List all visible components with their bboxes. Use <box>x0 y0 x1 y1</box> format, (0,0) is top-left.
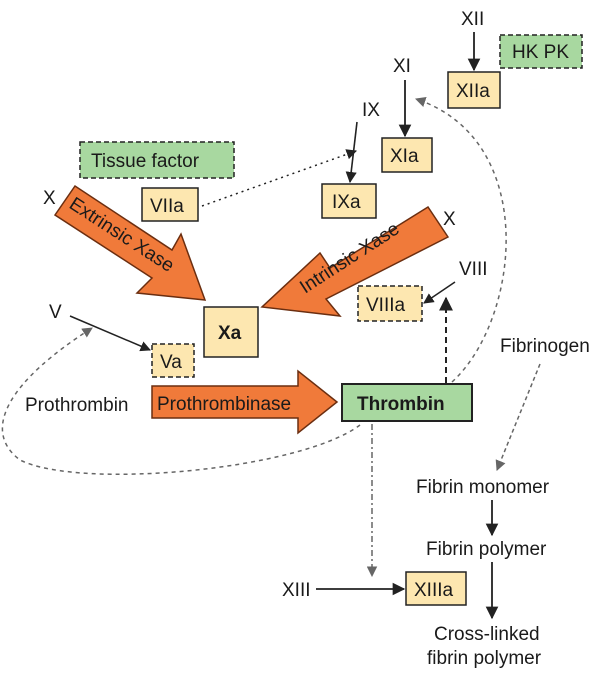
v-label: V <box>49 302 62 323</box>
prothrombinase-label: Prothrombinase <box>157 394 291 415</box>
fibrin-monomer-label: Fibrin monomer <box>416 477 550 498</box>
arrow-fibrinogen-to-monomer <box>495 363 541 471</box>
ixa-label: IXa <box>332 192 361 213</box>
tissue-factor-box: Tissue factor <box>79 141 235 179</box>
arrow-v-to-va <box>69 315 151 352</box>
x-right-label: X <box>443 209 456 230</box>
xa-box: Xa <box>203 306 259 358</box>
hk-pk-label: HK PK <box>512 42 569 63</box>
arrow-ix-to-ixa <box>345 121 358 184</box>
viiia-label: VIIIa <box>366 295 406 316</box>
ixa-box: IXa <box>321 183 377 219</box>
va-label: Va <box>160 352 182 373</box>
xi-label: XI <box>393 56 411 77</box>
thrombin-label: Thrombin <box>357 394 445 415</box>
x-left-label: X <box>43 188 56 209</box>
xiiia-box: XIIIa <box>405 571 467 606</box>
arrow-thrombin-to-xi-feedback <box>415 96 507 383</box>
xia-label: XIa <box>390 146 419 167</box>
xii-label: XII <box>461 9 484 30</box>
viii-label: VIII <box>459 259 488 280</box>
viiia-box: VIIIa <box>357 285 423 322</box>
viia-box: VIIa <box>141 187 199 222</box>
arrow-viii-to-viiia <box>423 281 456 304</box>
crosslinked-label-line1: Cross-linked <box>434 624 540 645</box>
arrow-thrombin-to-va-loop <box>1 327 361 475</box>
fibrin-polymer-label: Fibrin polymer <box>426 539 547 560</box>
prothrombin-label: Prothrombin <box>25 395 129 416</box>
xiia-box: XIIa <box>447 71 501 109</box>
tissue-factor-label: Tissue factor <box>91 151 200 172</box>
xia-box: XIa <box>381 137 433 173</box>
prothrombinase-arrow: Prothrombinase <box>151 369 339 435</box>
va-box: Va <box>151 343 195 378</box>
ix-label: IX <box>362 100 380 121</box>
crosslinked-label-line2: fibrin polymer <box>427 648 542 669</box>
hk-pk-box: HK PK <box>499 34 583 69</box>
xiia-label: XIIa <box>456 81 490 102</box>
xiii-label: XIII <box>282 580 311 601</box>
thrombin-box: Thrombin <box>341 383 473 422</box>
xiiia-label: XIIIa <box>414 580 454 601</box>
viia-label: VIIa <box>150 196 184 217</box>
xa-label: Xa <box>218 323 242 344</box>
fibrinogen-label: Fibrinogen <box>500 336 590 357</box>
